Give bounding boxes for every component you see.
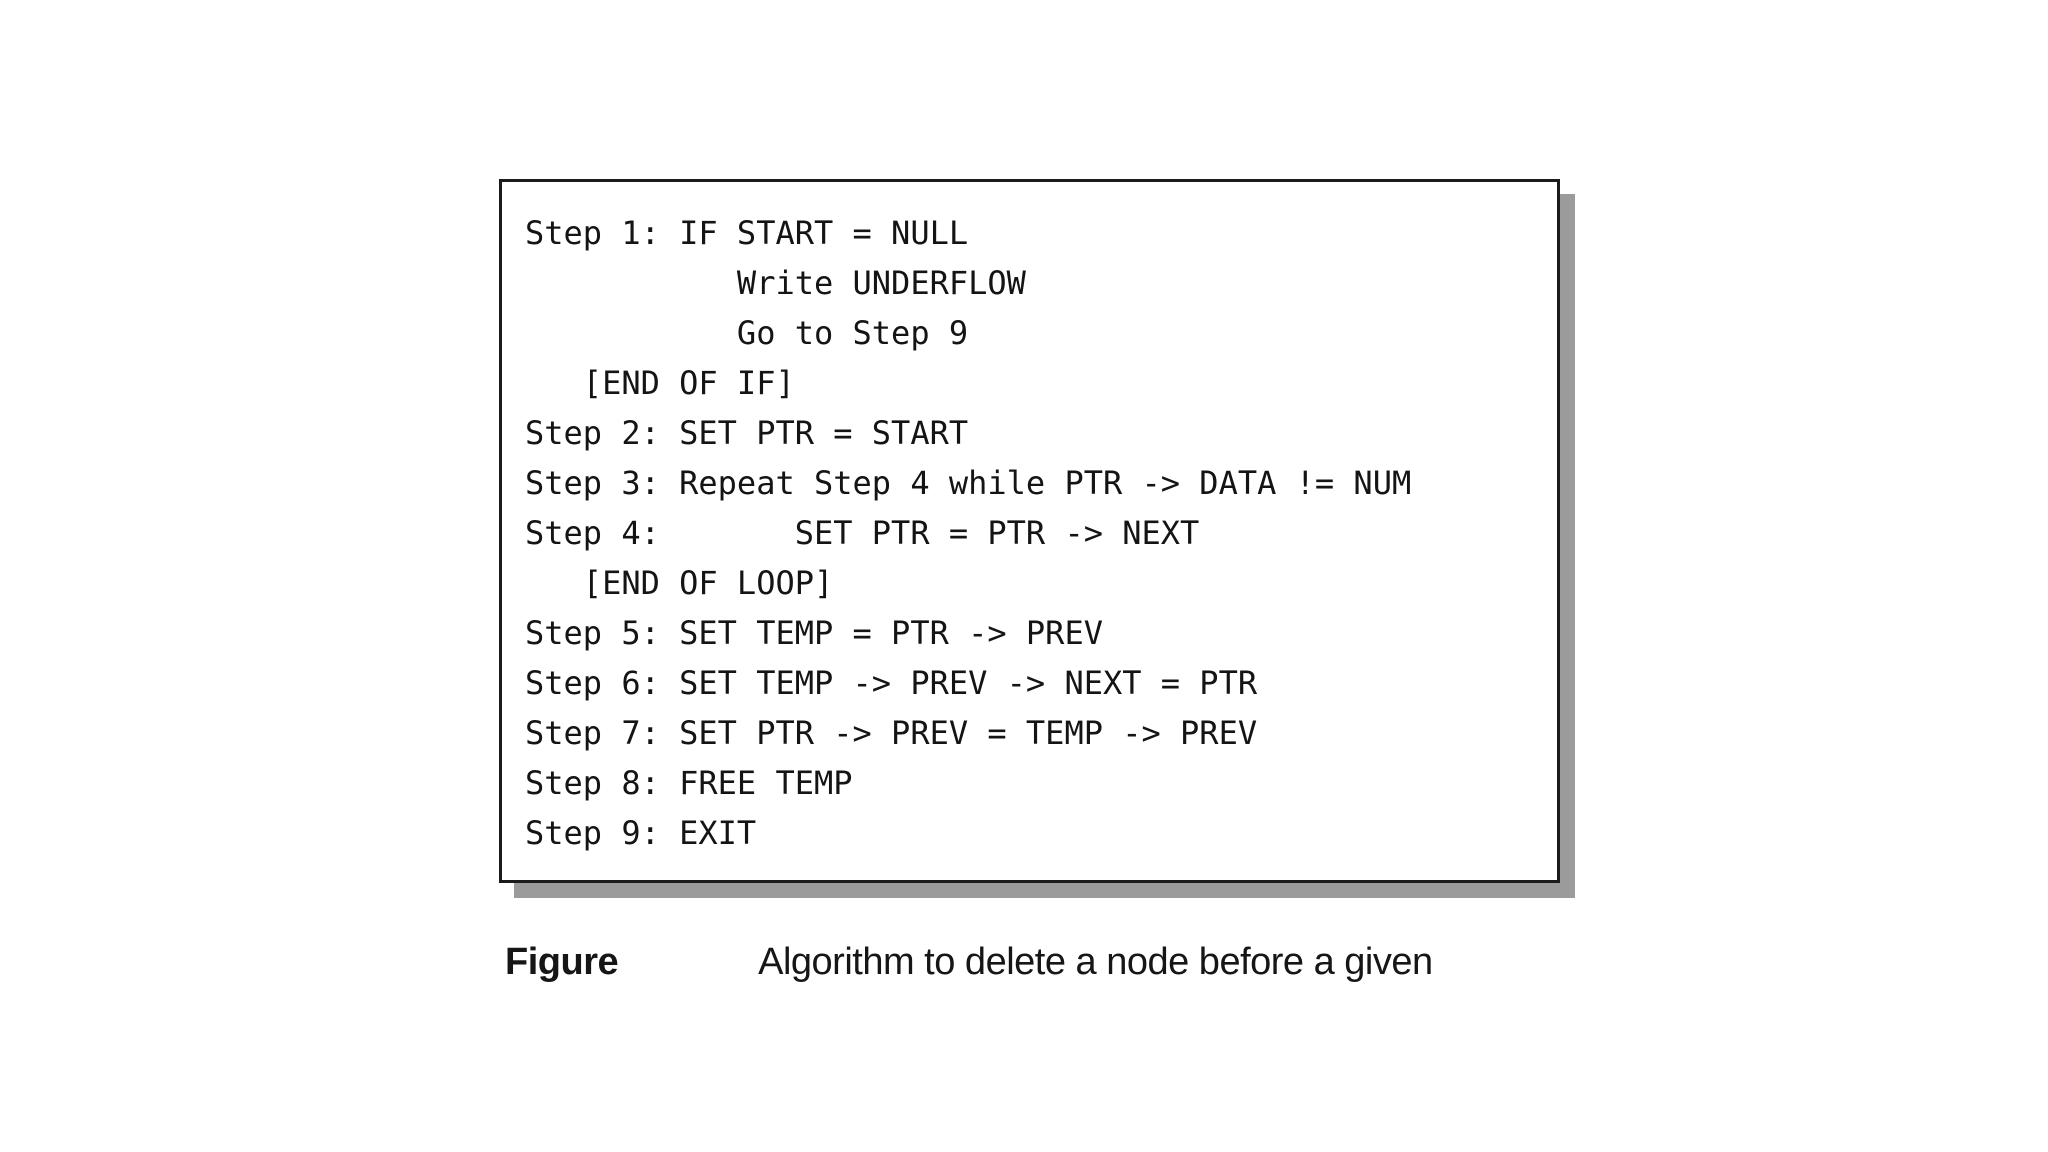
algorithm-line: Step 3: Repeat Step 4 while PTR -> DATA … [525, 464, 1412, 502]
algorithm-line: Step 5: SET TEMP = PTR -> PREV [525, 614, 1103, 652]
figure-caption-text: Algorithm to delete a node before a give… [758, 941, 1433, 983]
algorithm-line: Step 8: FREE TEMP [525, 764, 853, 802]
algorithm-line: Step 6: SET TEMP -> PREV -> NEXT = PTR [525, 664, 1258, 702]
algorithm-line: Step 9: EXIT [525, 814, 757, 852]
algorithm-line: Go to Step 9 [525, 314, 969, 352]
algorithm-line: Step 1: IF START = NULL [525, 214, 969, 252]
algorithm-box: Step 1: IF START = NULL Write UNDERFLOW … [499, 179, 1560, 883]
algorithm-line: [END OF LOOP] [525, 564, 834, 602]
figure-caption-label: Figure [505, 941, 619, 983]
algorithm-line: [END OF IF] [525, 364, 795, 402]
algorithm-line: Write UNDERFLOW [525, 264, 1026, 302]
algorithm-line: Step 2: SET PTR = START [525, 414, 969, 452]
figure-caption: Figure Algorithm to delete a node before… [505, 938, 1433, 986]
algorithm-line: Step 4: SET PTR = PTR -> NEXT [525, 514, 1200, 552]
algorithm-line: Step 7: SET PTR -> PREV = TEMP -> PREV [525, 714, 1258, 752]
